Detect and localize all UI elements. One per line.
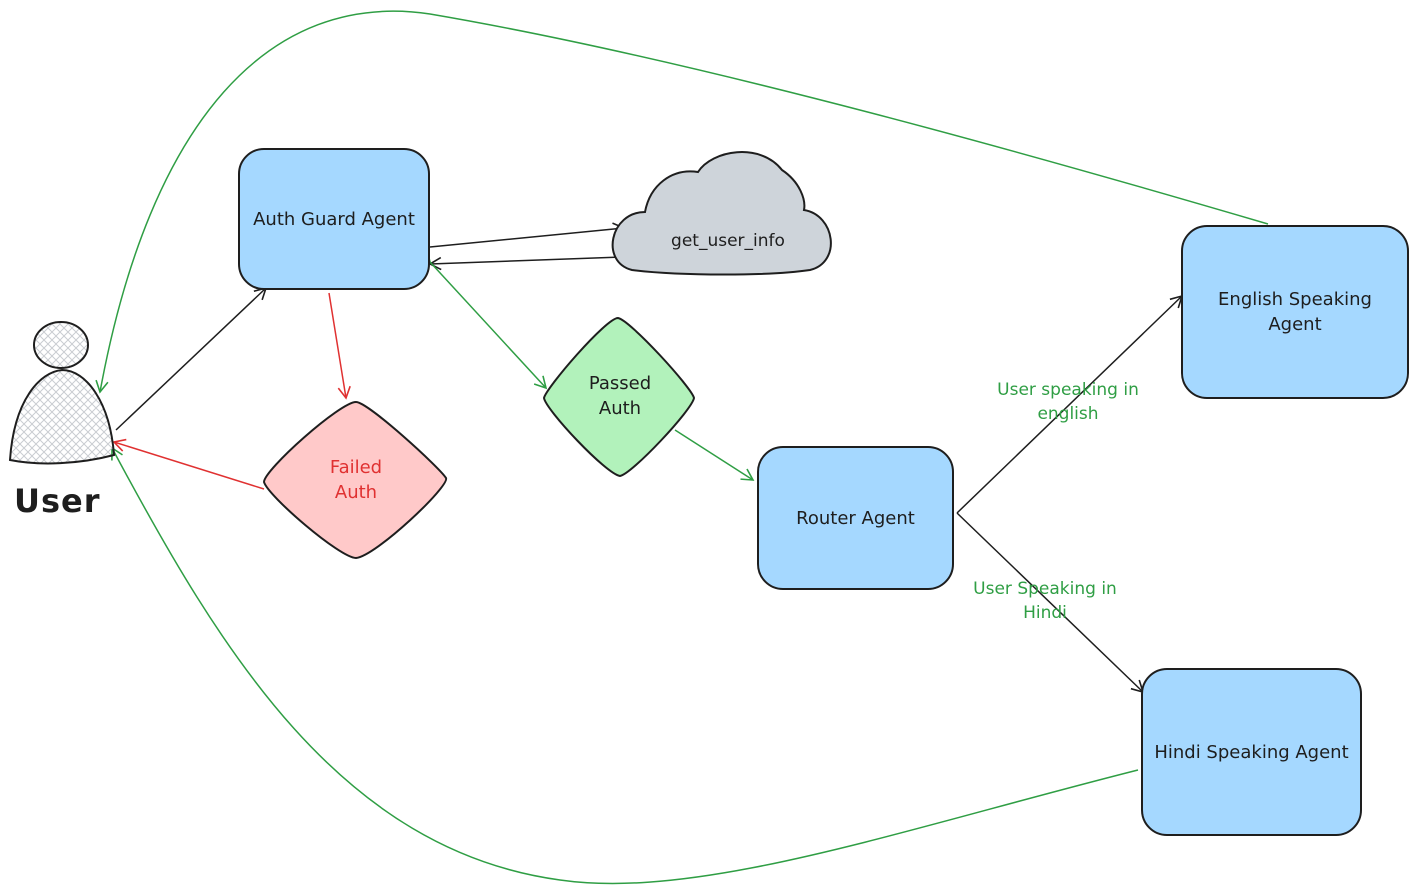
edge-label-hindi-line1: User Speaking in — [973, 579, 1117, 599]
failed-auth-line2: Auth — [334, 482, 378, 503]
auth-guard-agent-label: Auth Guard Agent — [253, 208, 415, 230]
edge-auth-to-failed — [328, 292, 351, 400]
passed-auth-label: Passed Auth — [560, 370, 680, 422]
edge-label-english: User speaking in english — [978, 378, 1158, 426]
edge-label-hindi: User Speaking in Hindi — [955, 577, 1135, 625]
edge-label-english-line2: english — [1037, 404, 1099, 424]
passed-auth-line2: Auth — [598, 398, 642, 419]
router-agent-node: Router Agent — [757, 446, 954, 590]
cloud-icon — [611, 151, 832, 276]
router-agent-label: Router Agent — [796, 507, 915, 529]
edge-hindi-to-user — [111, 446, 1139, 885]
passed-auth-line1: Passed — [588, 373, 652, 394]
get-user-info-label-box: get_user_info — [640, 226, 816, 256]
english-agent-label-line2: Agent — [1268, 314, 1322, 335]
auth-guard-agent-node: Auth Guard Agent — [238, 148, 430, 290]
user-icon — [8, 321, 116, 465]
edge-router-to-english — [956, 294, 1184, 514]
edge-auth-to-passed — [417, 249, 548, 390]
english-speaking-agent-node: English Speaking Agent — [1181, 225, 1409, 399]
get-user-info-label: get_user_info — [671, 230, 785, 251]
hindi-agent-label: Hindi Speaking Agent — [1154, 741, 1349, 763]
english-agent-label-line1: English Speaking — [1218, 289, 1372, 310]
edge-failed-to-user — [112, 438, 265, 490]
edge-user-to-auth — [115, 286, 268, 431]
edge-router-to-hindi — [956, 512, 1145, 694]
passed-auth-diamond — [542, 316, 696, 478]
edge-auth-to-tool — [429, 222, 626, 248]
failed-auth-diamond — [262, 400, 447, 560]
edge-label-hindi-line2: Hindi — [1023, 603, 1067, 623]
hindi-speaking-agent-node: Hindi Speaking Agent — [1141, 668, 1362, 836]
edge-passed-to-router — [674, 429, 755, 481]
user-label: User — [14, 482, 101, 520]
edge-label-english-line1: User speaking in — [997, 380, 1139, 400]
failed-auth-label: Failed Auth — [296, 454, 416, 506]
failed-auth-line1: Failed — [329, 457, 383, 478]
edge-english-to-user — [95, 10, 1269, 394]
